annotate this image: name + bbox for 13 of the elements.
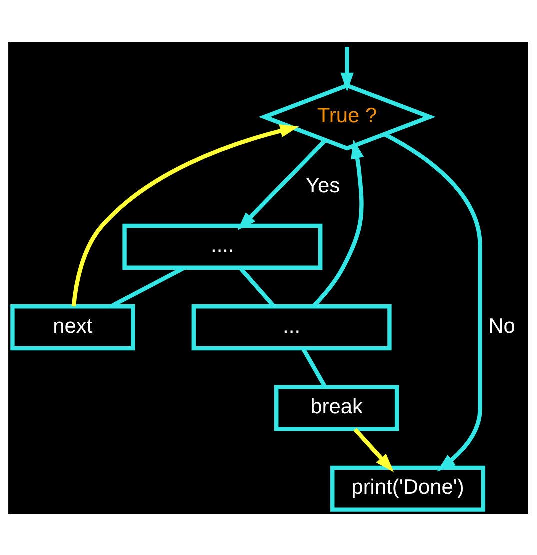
- edge-label: No: [488, 314, 516, 338]
- arrow: [72, 124, 300, 306]
- arrow: [340, 46, 354, 92]
- node-diamond: True ?: [258, 82, 436, 150]
- node-box: break: [274, 384, 400, 431]
- node-box: ....: [122, 223, 323, 270]
- node-box: print('Done'): [330, 465, 486, 512]
- node-box: next: [10, 304, 136, 350]
- arrow: [384, 132, 482, 472]
- node-box: ...: [192, 304, 392, 350]
- arrow: [238, 138, 328, 230]
- edge-label: Yes: [306, 174, 340, 198]
- arrow: [354, 428, 394, 472]
